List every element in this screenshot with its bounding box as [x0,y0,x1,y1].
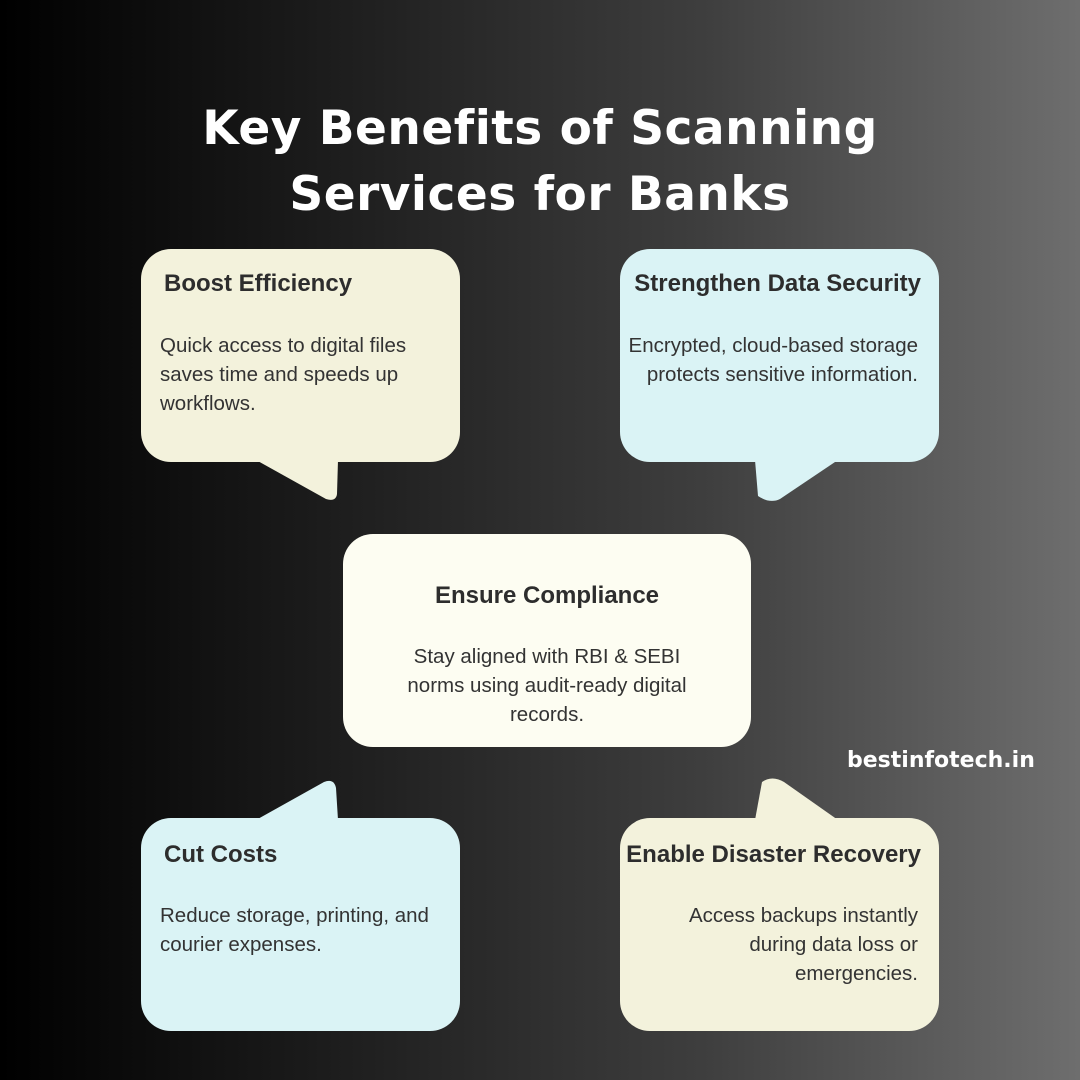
page-title: Key Benefits of Scanning Services for Ba… [0,96,1080,228]
card-heading: Ensure Compliance [434,582,660,609]
card-data-security: Strengthen Data Security Encrypted, clou… [620,249,939,462]
card-heading: Enable Disaster Recovery [626,841,921,868]
card-disaster-recovery: Enable Disaster Recovery Access backups … [620,818,939,1031]
card-description: Quick access to digital files saves time… [160,334,407,415]
card-heading: Cut Costs [164,841,278,868]
card-heading: Boost Efficiency [164,270,353,297]
bubble-tail-data-security [755,460,838,501]
bubble-tail-boost-efficiency [256,460,338,500]
page-title-line-1: Key Benefits of Scanning [202,101,878,156]
card-description: Stay aligned with RBI & SEBI norms using… [407,645,687,726]
card-compliance: Ensure Compliance Stay aligned with RBI … [343,534,751,747]
card-cut-costs: Cut Costs Reduce storage, printing, and … [141,818,460,1031]
page-title-line-2: Services for Banks [289,167,791,222]
website-link[interactable]: bestinfotech.in [847,748,1035,773]
card-boost-efficiency: Boost Efficiency Quick access to digital… [141,249,460,462]
bubble-tail-disaster-recovery [755,778,838,820]
card-heading: Strengthen Data Security [634,270,921,297]
card-description: Access backups instantly during data los… [688,904,918,985]
bubble-tail-cut-costs [256,780,338,820]
card-description: Reduce storage, printing, and courier ex… [160,904,429,956]
card-description: Encrypted, cloud-based storage protects … [628,334,918,386]
